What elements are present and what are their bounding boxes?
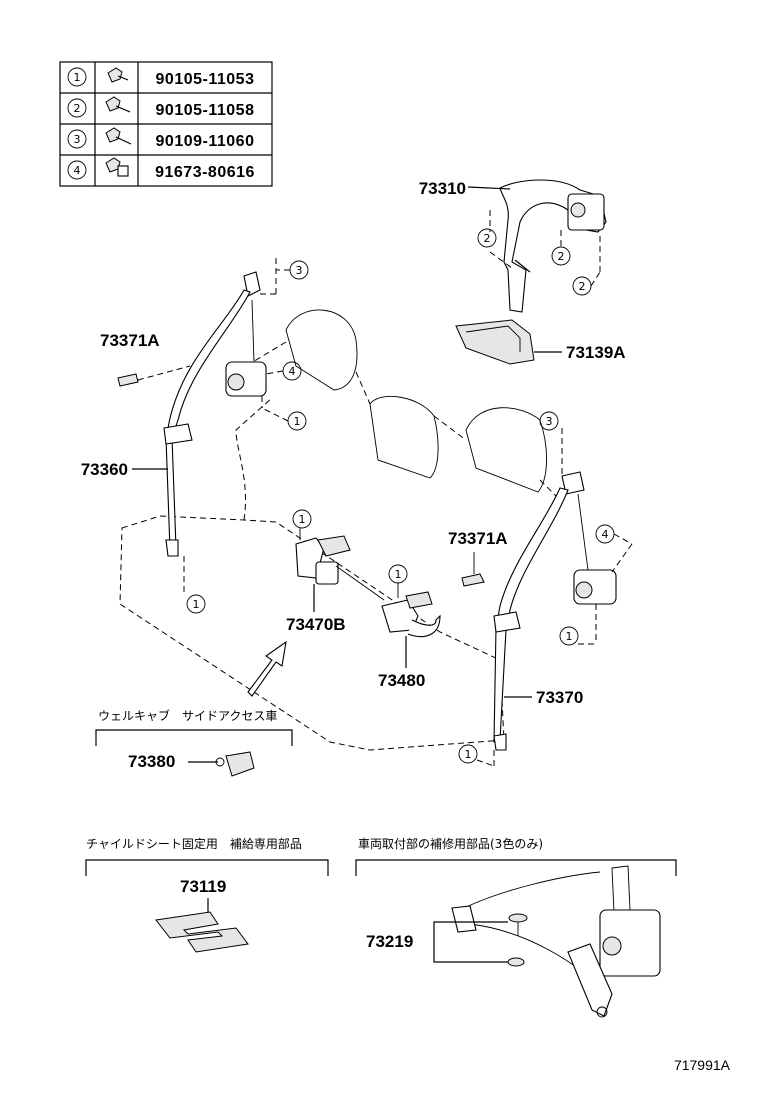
bolt-row-3: 3 90109-11060 [67, 127, 255, 150]
vehicle-mount-note: 車両取付部の補修用部品(3色のみ) [358, 836, 543, 851]
part-label-73371A-right: 73371A [448, 529, 508, 548]
callout-2: 2 [579, 280, 586, 293]
belt-73360: 73360 [81, 271, 267, 557]
callout-1: 1 [299, 513, 306, 526]
part-label-73139A: 73139A [566, 343, 626, 362]
anchor-cover-73371A-right: 73371A [448, 529, 508, 587]
callout-2: 2 [484, 232, 491, 245]
part-label-73470B: 73470B [286, 615, 346, 634]
right-callouts: 3 4 1 1 [458, 411, 633, 767]
belt-73370: 73370 [493, 471, 617, 751]
bolt-ref-3: 3 [74, 133, 81, 146]
child-seat-section: チャイルドシート固定用 補給専用部品 73119 [85, 836, 329, 953]
callout-4: 4 [289, 365, 296, 378]
bolt-ref-4: 4 [74, 164, 81, 177]
callout-3: 3 [296, 264, 303, 277]
part-label-73360: 73360 [81, 460, 128, 479]
part-label-73380: 73380 [128, 752, 175, 771]
left-callouts: 3 4 1 1 [183, 258, 309, 614]
child-seat-note: チャイルドシート固定用 補給専用部品 [86, 836, 302, 851]
buckle-73470B: 1 73470B [286, 509, 351, 634]
welcab-note: ウェルキャブ サイドアクセス車 [98, 708, 277, 723]
bolt-icon [105, 127, 132, 145]
callout-1: 1 [193, 598, 200, 611]
bolt-part-no-3: 90109-11060 [156, 133, 255, 150]
shoulder-belt-assembly-73310: 73310 2 2 2 [419, 179, 607, 313]
callout-1: 1 [566, 630, 573, 643]
bolt-row-4: 4 91673-80616 [67, 157, 255, 181]
vehicle-mount-section: 車両取付部の補修用部品(3色のみ) 73219 [355, 836, 677, 1018]
part-label-73480: 73480 [378, 671, 425, 690]
bolt-part-no-2: 90105-11058 [156, 102, 255, 119]
callout-1: 1 [395, 568, 402, 581]
bolt-table: 1 90105-11053 2 90105-11058 3 90109-1106 [59, 61, 273, 187]
part-label-73371A-left: 73371A [100, 331, 160, 350]
bolt-part-no-4: 91673-80616 [155, 164, 255, 181]
part-label-73310: 73310 [419, 179, 466, 198]
bolt-icon [107, 67, 129, 83]
bolt-ref-2: 2 [74, 102, 81, 115]
callout-4: 4 [602, 528, 609, 541]
bolt-ref-1: 1 [74, 71, 81, 84]
anchor-plate [155, 911, 249, 953]
part-label-73119: 73119 [180, 877, 226, 896]
bolt-icon [105, 157, 129, 177]
bolt-icon [105, 96, 131, 113]
callout-2: 2 [558, 250, 565, 263]
welcab-section: ウェルキャブ サイドアクセス車 73380 [95, 708, 293, 777]
cover-73139A: 73139A [455, 319, 626, 365]
bolt-row-2: 2 90105-11058 [67, 96, 255, 119]
bolt-row-1: 1 90105-11053 [67, 67, 255, 88]
part-label-73370: 73370 [536, 688, 583, 707]
part-label-73219: 73219 [366, 932, 413, 951]
direction-arrow [247, 640, 287, 697]
callout-1: 1 [465, 748, 472, 761]
anchor-cover-73371A-left: 73371A [100, 331, 191, 387]
diagram-code: 717991A [674, 1057, 731, 1073]
bolt-part-no-1: 90105-11053 [156, 71, 255, 88]
callout-1: 1 [294, 415, 301, 428]
callout-3: 3 [546, 415, 553, 428]
buckle-73480: 1 73480 [335, 564, 441, 690]
